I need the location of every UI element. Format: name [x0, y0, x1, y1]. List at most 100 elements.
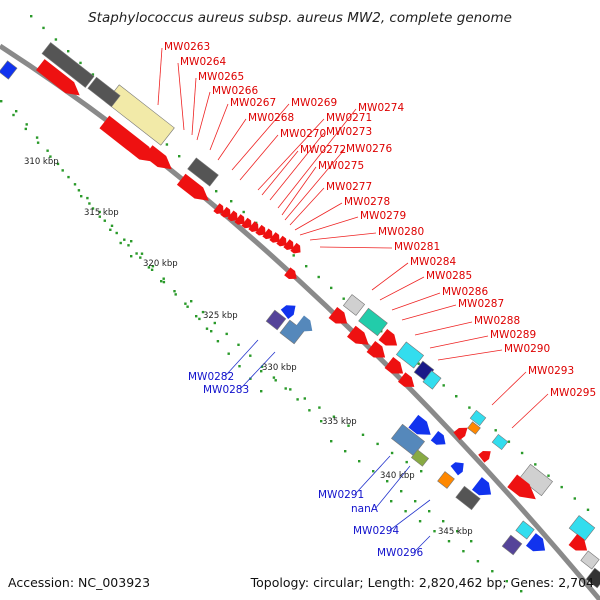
scale-label: 340 kbp — [380, 471, 415, 481]
guide-dot — [80, 195, 83, 198]
guide-dot — [30, 15, 33, 18]
guide-dot — [184, 302, 187, 305]
leader-line — [289, 187, 325, 226]
leader-line — [375, 465, 411, 509]
guide-dot — [386, 480, 389, 483]
blue-gene-arrow-shape — [525, 533, 546, 552]
guide-dot — [127, 244, 130, 247]
guide-dot — [147, 266, 151, 269]
guide-dot — [442, 520, 445, 523]
gene-label-mw0295: MW0295 — [550, 387, 596, 399]
small-red-gene-arrow — [276, 235, 287, 247]
red-gene-arrow — [347, 325, 369, 345]
red-gene-arrow — [507, 474, 536, 500]
blue-gene-block-shape — [0, 60, 18, 80]
red-gene-arrow — [99, 115, 156, 163]
guide-dot — [376, 442, 379, 446]
guide-dot — [237, 343, 240, 346]
guide-dot — [507, 440, 511, 443]
guide-dot — [344, 450, 347, 453]
guide-dot — [205, 327, 209, 330]
leader-line — [391, 292, 441, 311]
leader-line — [177, 62, 185, 131]
guide-dot — [162, 280, 166, 284]
scale-label: 315 kbp — [84, 208, 119, 218]
guide-dot — [390, 500, 393, 503]
guide-dot — [456, 530, 459, 533]
leader-line — [437, 349, 503, 361]
guide-dot — [260, 365, 264, 368]
guide-dot — [491, 570, 494, 573]
dark-gene-block-shape — [585, 567, 600, 589]
blue-gene-arrow-shape — [430, 430, 446, 445]
small-red-gene-arrow — [269, 232, 280, 243]
gene-label-mw0280: MW0280 — [378, 226, 424, 238]
cyan-gene-block-shape — [491, 433, 509, 451]
leader-line — [257, 118, 325, 191]
guide-dot — [103, 219, 106, 222]
guide-dot — [442, 384, 445, 387]
guide-dot — [91, 207, 95, 210]
orange-gene-block-shape — [467, 421, 481, 435]
gene-label-mw0272: MW0272 — [300, 144, 346, 156]
red-gene-arrow-shape — [347, 325, 369, 345]
guide-dot — [230, 200, 233, 203]
orange-gene-block — [437, 471, 455, 489]
cyan-gene-block — [515, 520, 535, 540]
guide-dot — [88, 202, 91, 205]
red-gene-arrow — [328, 306, 348, 324]
small-red-gene-arrow — [284, 267, 297, 279]
guide-dot — [160, 280, 163, 283]
guide-dot — [547, 474, 550, 477]
small-red-gene-arrow-shape — [290, 242, 301, 254]
guide-dot — [150, 268, 154, 271]
guide-dot — [372, 470, 375, 473]
gene-label-mw0275: MW0275 — [318, 160, 364, 172]
leader-line — [157, 47, 163, 106]
guide-dot — [73, 183, 77, 186]
blue-gene-arrow-shape — [280, 305, 296, 320]
guide-dot — [49, 155, 52, 158]
grey-gene-block — [342, 294, 366, 316]
cyan-gene-block — [395, 341, 425, 369]
guide-dot — [91, 73, 95, 76]
guide-dot — [162, 277, 165, 280]
leader-line — [284, 149, 345, 221]
blue-gene-arrow — [280, 305, 296, 320]
guide-dot — [418, 520, 422, 523]
small-red-gene-arrow-shape — [283, 239, 294, 250]
guide-dot — [12, 113, 15, 117]
guide-dot — [308, 409, 311, 412]
cyan-gene-block — [491, 433, 509, 451]
leader-line — [413, 535, 431, 553]
gene-label-mw0267: MW0267 — [230, 97, 276, 109]
guide-dot — [417, 362, 420, 365]
guide-dot — [86, 196, 89, 200]
guide-dot — [54, 38, 58, 41]
leader-line — [224, 339, 259, 377]
guide-dot — [35, 136, 39, 139]
guide-dot — [414, 500, 417, 503]
leader-line — [261, 150, 299, 196]
red-gene-arrow — [143, 145, 172, 170]
guide-dot — [468, 406, 471, 409]
cyan-gene-block — [422, 370, 442, 390]
leader-line — [239, 134, 279, 181]
genome-backbone — [0, 43, 600, 600]
guide-dot — [292, 254, 295, 257]
teal-gene-block-shape — [358, 307, 388, 337]
cyan-gene-block-shape — [568, 515, 596, 541]
guide-dot — [505, 580, 508, 583]
leader-line — [281, 166, 317, 216]
gene-label-mw0285: MW0285 — [426, 270, 472, 282]
gene-label-mw0278: MW0278 — [344, 196, 390, 208]
gene-label-mw0288: MW0288 — [474, 315, 520, 327]
blue-gene-arrow — [408, 414, 431, 435]
guide-dot — [342, 297, 345, 300]
leader-line — [217, 118, 247, 161]
scale-label: 325 kbp — [203, 311, 238, 321]
guide-dot — [405, 460, 408, 464]
small-red-gene-arrow — [248, 221, 259, 232]
gene-label-mw0271: MW0271 — [326, 112, 372, 124]
